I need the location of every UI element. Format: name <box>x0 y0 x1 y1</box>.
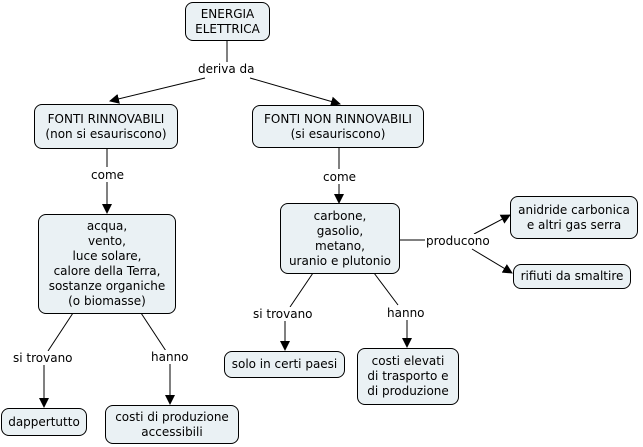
link-produce-waste <box>471 248 513 274</box>
link-derives-renewable <box>109 77 206 104</box>
link-label-come-right: come <box>322 170 358 184</box>
node-renewable-examples[interactable]: acqua, vento, luce solare, calore della … <box>38 214 176 314</box>
node-dappertutto[interactable]: dappertutto <box>1 408 87 436</box>
link-label-producono: producono <box>425 234 491 248</box>
node-anidride-carbonica[interactable]: anidride carbonica e altri gas serra <box>510 196 638 239</box>
link-label-deriva-da: deriva da <box>197 62 256 76</box>
node-rifiuti[interactable]: rifiuti da smaltire <box>513 264 631 289</box>
link-label-come-left: come <box>90 168 126 182</box>
link-derives-nonrenewable <box>249 77 341 107</box>
node-costi-elevati[interactable]: costi elevati di trasporto e di produzio… <box>357 348 459 405</box>
node-energia-elettrica[interactable]: ENERGIA ELETTRICA <box>185 2 270 41</box>
link-label-hanno-right: hanno <box>386 306 426 320</box>
node-costi-accessibili[interactable]: costi di produzione accessibili <box>105 405 239 444</box>
link-label-si-trovano-right: si trovano <box>252 307 314 321</box>
node-solo-certi-paesi[interactable]: solo in certi paesi <box>224 351 345 378</box>
node-fonti-non-rinnovabili[interactable]: FONTI NON RINNOVABILI (si esauriscono) <box>252 105 424 148</box>
link-label-si-trovano-left: si trovano <box>12 351 74 365</box>
link-ren-have <box>140 312 167 352</box>
link-nonren-found <box>289 272 314 308</box>
link-label-hanno-left: hanno <box>150 350 190 364</box>
link-nonren-have <box>373 272 399 306</box>
link-produce-co2 <box>473 214 511 235</box>
node-fonti-rinnovabili[interactable]: FONTI RINNOVABILI (non si esauriscono) <box>34 104 178 149</box>
link-ren-found <box>47 312 74 352</box>
node-nonrenewable-examples[interactable]: carbone, gasolio, metano, uranio e pluto… <box>280 203 400 274</box>
